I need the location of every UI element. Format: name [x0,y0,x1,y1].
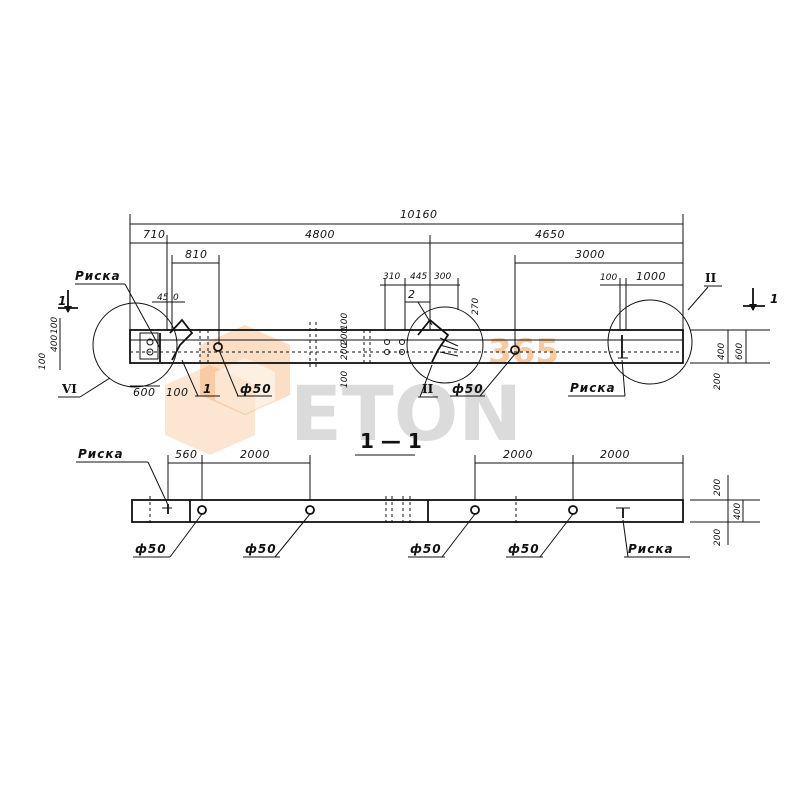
detail-circle-ii-right [607,299,693,385]
leader-ii-mid [419,364,433,398]
vdim-100d: 100 [340,371,350,388]
triangle-notch-mid [417,318,450,363]
leader-1 [181,359,199,397]
hole-section-2 [305,505,315,515]
watermark-text: ETON [290,369,522,458]
leader-2 [417,301,433,326]
leader-riska-section-2 [622,519,629,558]
vdim-200-right: 200 [713,373,723,390]
vdim-600-right: 600 [735,343,745,360]
label-riska-section-2: Риска [628,542,674,556]
dim-100: 100 [600,273,617,283]
label-phi50-top-1: ф50 [240,382,272,396]
dim-710: 710 [143,228,166,241]
label-phi50-top-2: ф50 [452,382,484,396]
dim-4800: 4800 [305,228,335,241]
hole-phi50-1 [213,342,223,352]
dim-100-bottom: 100 [166,386,189,399]
leader-phi50-section-3 [441,513,476,558]
section-title: 1 — 1 [360,429,422,453]
hole-section-1 [197,505,207,515]
dim-45: 45 [157,293,169,303]
label-phi50-section-4: ф50 [508,542,540,556]
leader-phi50-top-2 [479,353,516,397]
label-2: 2 [408,288,416,301]
dim-4650: 4650 [535,228,565,241]
label-phi50-section-3: ф50 [410,542,442,556]
label-riska-top: Риска [75,269,121,283]
dim-2000-b: 2000 [503,448,533,461]
label-riska-section-1: Риска [78,447,124,461]
vdim-200a: 200 [340,328,350,345]
arrow-right-label: 1 [770,292,779,306]
vdim-200b: 200 [340,343,350,360]
vdim-400-right: 400 [717,343,727,360]
dim-2000-a: 2000 [240,448,270,461]
leader-ii-top [687,286,709,311]
vdim-100c: 100 [340,313,350,330]
top-view: 10160 710 4800 4650 810 3000 310 445 300… [38,208,779,399]
dim-2000-c: 2000 [600,448,630,461]
leader-riska-section-1 [147,461,169,506]
leader-riska-right [621,359,626,397]
section-view: 560 2000 2000 2000 Риска ф50 ф50 ф50 ф50… [76,447,760,558]
triangle-notch-left [169,318,194,361]
leader-phi50-section-1 [169,513,203,558]
leader-riska-top [124,283,161,349]
beam-top-view [129,329,684,364]
dim-560: 560 [175,448,198,461]
label-vi: VI [61,382,77,396]
dim-270: 270 [471,298,481,315]
hole-section-4 [568,505,578,515]
label-ii-mid: II [422,382,434,396]
vdim-100b: 100 [38,353,48,370]
dim-overall: 10160 [400,208,438,221]
detail-circle-vi [92,302,178,388]
dim-310: 310 [383,272,400,282]
label-ii-top: II [705,271,717,285]
dim-0: 0 [173,293,179,303]
hole-section-3 [470,505,480,515]
watermark-number: 365 [488,332,559,372]
vdim-section-400: 400 [733,503,743,520]
vdim-section-200b: 200 [713,529,723,546]
beam-section-view [131,499,684,523]
dim-600: 600 [133,386,156,399]
label-phi50-section-1: ф50 [135,542,167,556]
dim-3000: 3000 [575,248,605,261]
label-phi50-section-2: ф50 [245,542,277,556]
dim-810: 810 [185,248,208,261]
arrow-left-label: 1 [58,294,67,308]
label-1: 1 [203,382,212,396]
detail-circle-ii [406,306,484,384]
leader-phi50-section-4 [539,513,574,558]
vdim-100a: 100 [50,317,60,334]
leader-phi50-top-1 [218,349,239,397]
dim-445: 445 [410,272,427,282]
leader-vi [79,377,111,398]
leader-phi50-section-2 [274,513,311,558]
dim-1000: 1000 [636,270,666,283]
label-riska-right: Риска [570,381,616,395]
dim-300: 300 [434,272,451,282]
vdim-400: 400 [50,335,60,352]
watermark: 365 ETON [165,325,559,458]
vdim-section-200a: 200 [713,479,723,496]
